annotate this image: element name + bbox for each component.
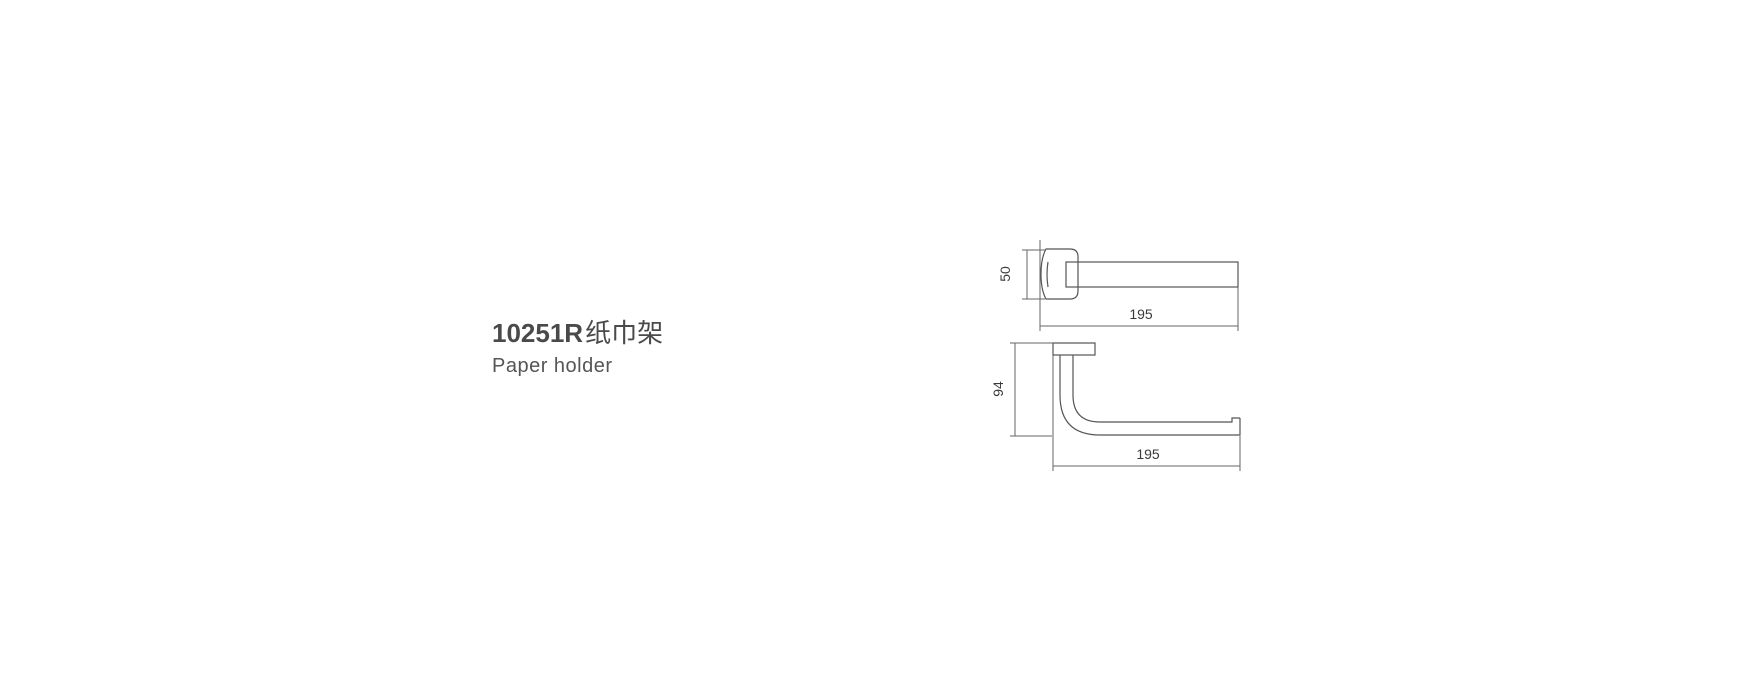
top-view-height-label: 50	[997, 266, 1013, 282]
product-info: 10251R纸巾架 Paper holder	[492, 318, 663, 378]
side-view-wall-plate	[1052, 342, 1096, 356]
product-code: 10251R	[492, 318, 584, 348]
side-view: 94 195	[990, 342, 1241, 471]
side-view-arm-outer	[1059, 355, 1241, 436]
product-name-cn: 纸巾架	[585, 318, 664, 348]
top-view-mount-base	[1040, 248, 1079, 300]
top-view-mount-inner	[1046, 261, 1049, 288]
top-view-bar	[1065, 261, 1239, 288]
side-view-height-label: 94	[990, 381, 1006, 397]
top-view-width-label: 195	[1129, 306, 1153, 322]
side-view-arm-inner	[1072, 355, 1240, 423]
top-view: 50 195	[997, 240, 1239, 331]
product-title: 10251R纸巾架	[492, 318, 663, 348]
product-name-en: Paper holder	[492, 355, 613, 377]
side-view-width-label: 195	[1136, 446, 1160, 462]
